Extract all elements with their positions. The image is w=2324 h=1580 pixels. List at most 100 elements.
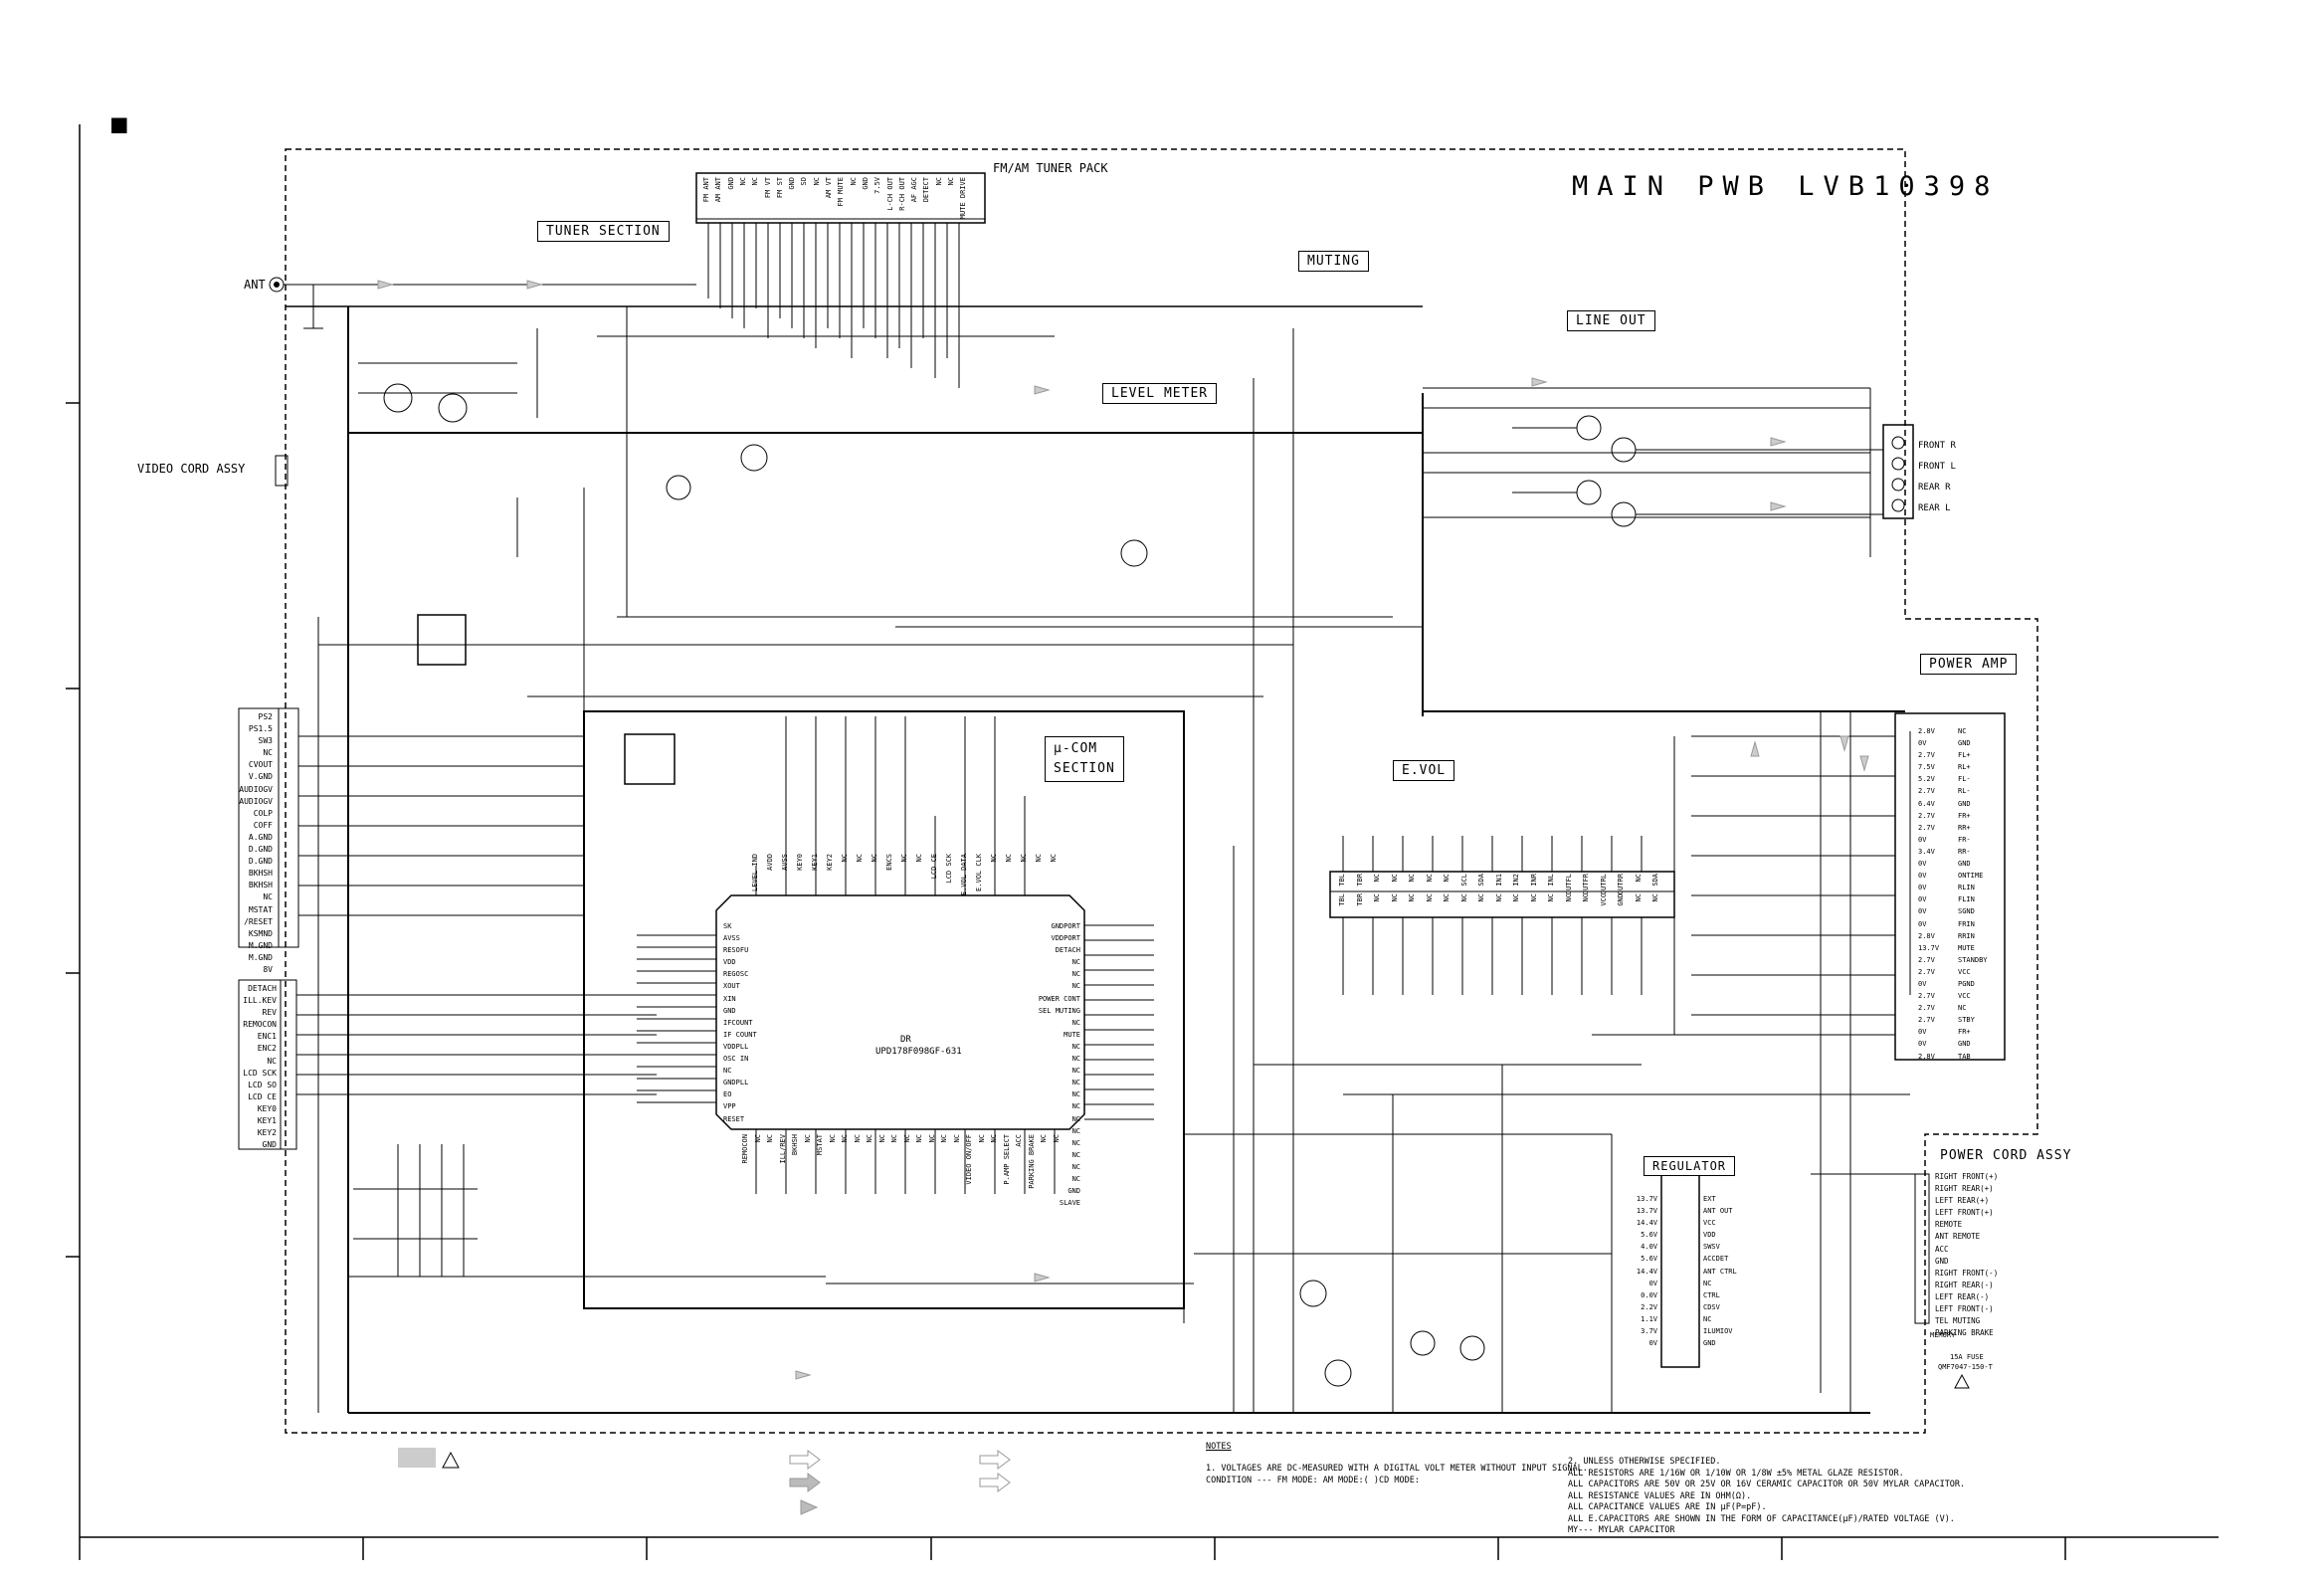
left-upper-pin-17: /RESET [244, 916, 273, 926]
mcu-bottom-pin-12: NC [890, 1134, 898, 1143]
left-lower-pin-9: LCD CE [248, 1091, 277, 1101]
mcu-top-pin-6: NC [841, 854, 849, 863]
regulator-voltage-2: 14.4V [1636, 1219, 1657, 1228]
evol-bottom-pin-18: NC [1651, 893, 1659, 902]
mcu-right-pin-15: NC [1071, 1102, 1080, 1111]
power-amp-pin-14: FLIN [1958, 895, 1975, 904]
tuner-pin-4: NC [751, 177, 760, 186]
power-amp-voltage-22: 2.7V [1918, 992, 1935, 1001]
mcu-right-pin-22: GND [1067, 1187, 1080, 1196]
mcu-bottom-pin-10: NC [866, 1134, 873, 1143]
notes-right: 2. UNLESS OTHERWISE SPECIFIED. ALL RESIS… [1568, 1457, 1965, 1537]
evol-top-pin-3: NC [1390, 874, 1399, 883]
regulator-ic [1660, 1171, 1700, 1368]
tuner-pin-5: FM VT [763, 177, 772, 199]
power-amp-voltage-17: 2.8V [1918, 931, 1935, 940]
evol-bottom-pin-10: NC [1512, 893, 1520, 902]
mcu-right-pin-16: NC [1071, 1114, 1080, 1123]
regulator-voltage-10: 1.1V [1641, 1314, 1657, 1323]
evol-bottom-pin-13: NC [1564, 893, 1573, 902]
mcu-ref: DR [900, 1035, 911, 1045]
left-upper-pin-13: BKHSH [248, 869, 273, 879]
mcu-bottom-pin-13: NC [902, 1134, 911, 1143]
tuner-pin-1: AM ANT [714, 177, 723, 203]
tuner-section-label: TUNER SECTION [537, 221, 670, 242]
mcu-left-pin-14: EO [723, 1090, 732, 1099]
evol-top-pin-0: TBL [1338, 874, 1346, 887]
power-amp-voltage-20: 2.7V [1918, 967, 1935, 976]
power-amp-voltage-0: 2.8V [1918, 727, 1935, 735]
mcu-top-pin-18: NC [1020, 854, 1028, 863]
left-upper-pin-2: SW3 [258, 736, 273, 746]
mcu-chip [715, 894, 1085, 1130]
power-amp-pin-11: GND [1958, 860, 1971, 869]
mcu-bottom-pin-23: PARKING BRAKE [1027, 1134, 1036, 1189]
regulator-pin-8: CTRL [1703, 1290, 1720, 1299]
mcu-right-pin-19: NC [1071, 1150, 1080, 1159]
tuner-pin-0: FM ANT [702, 177, 710, 203]
power-cord-pin-6: ACC [1935, 1244, 1949, 1254]
power-cord-pin-labels: RIGHT FRONT(+)RIGHT REAR(+)LEFT REAR(+)L… [1935, 1172, 1998, 1340]
mcu-top-pin-16: NC [990, 854, 998, 863]
power-amp-label: POWER AMP [1920, 654, 2018, 675]
left-lower-pin-7: LCD SCK [243, 1068, 277, 1078]
mcu-right-pin-2: DETACH [1055, 946, 1080, 955]
left-upper-pin-1: PS1.5 [248, 724, 273, 734]
evol-top-pin-6: NC [1443, 874, 1451, 883]
tuner-pin-15: L-CH OUT [885, 177, 894, 211]
mcu-right-pin-18: NC [1071, 1138, 1080, 1147]
tuner-pin-13: GND [861, 177, 870, 190]
left-upper-pin-6: AUDIOGV [239, 784, 273, 794]
tuner-pin-17: AF AGC [910, 177, 919, 203]
tuner-pack-box [695, 172, 986, 224]
mcu-left-pin-3: VDD [723, 958, 736, 967]
power-amp-pin-17: RRIN [1958, 931, 1975, 940]
mcu-pin-leads-top [755, 716, 1026, 895]
regulator-pin-9: CDSV [1703, 1302, 1720, 1311]
safety-marker [398, 1448, 436, 1468]
notes-heading: NOTES [1206, 1442, 1232, 1452]
main-bus-lines [286, 305, 1920, 1414]
power-amp-pin-23: NC [1958, 1004, 1967, 1013]
board-outline [285, 148, 2038, 1434]
left-upper-pin-10: A.GND [248, 832, 273, 842]
power-amp-voltage-5: 2.7V [1918, 787, 1935, 796]
power-amp-pin-13: RLIN [1958, 884, 1975, 892]
evol-label: E.VOL [1393, 760, 1455, 781]
mcu-left-pin-4: REGOSC [723, 970, 749, 979]
regulator-voltage-4: 4.0V [1641, 1243, 1657, 1252]
evol-top-pin-10: IN2 [1512, 874, 1520, 887]
mcu-bottom-pin-9: NC [853, 1134, 862, 1143]
mcu-outline [583, 710, 1185, 1309]
regulator-voltage-8: 0.0V [1641, 1290, 1657, 1299]
power-amp-pin-5: RL- [1958, 787, 1971, 796]
mcu-right-pin-4: NC [1071, 970, 1080, 979]
evol-bottom-pin-0: TBL [1338, 893, 1346, 906]
note-right-5: ALL E.CAPACITORS ARE SHOWN IN THE FORM O… [1568, 1513, 1955, 1524]
diode-array [296, 735, 657, 1277]
mcu-left-pin-12: NC [723, 1067, 732, 1076]
regulator-pin-6: ANT CTRL [1703, 1267, 1737, 1276]
power-cord-pin-4: REMOTE [1935, 1220, 1963, 1230]
mcu-right-pin-10: NC [1071, 1042, 1080, 1051]
regulator-voltage-12: 0V [1648, 1339, 1657, 1348]
amp-wiring [1592, 735, 1895, 1036]
left-lower-pin-1: ILL.KEV [243, 996, 277, 1006]
mcu-bottom-pin-0: REMOCON [741, 1134, 749, 1164]
left-upper-pin-7: AUDIOGV [239, 796, 273, 806]
mcu-bottom-pin-25: NC [1052, 1134, 1061, 1143]
left-upper-pin-19: M.GND [248, 940, 273, 950]
power-cord-pin-2: LEFT REAR(+) [1935, 1196, 1990, 1206]
left-lower-pin-3: REMOCON [243, 1020, 277, 1030]
power-amp-voltage-14: 0V [1918, 895, 1927, 904]
left-upper-pin-18: KSMND [248, 928, 273, 938]
evol-top-pin-2: NC [1373, 874, 1381, 883]
mcu-left-pin-9: IF COUNT [723, 1030, 757, 1039]
mcu-bottom-pin-11: NC [877, 1134, 886, 1143]
regulator-pin-3: VDD [1703, 1231, 1716, 1240]
line-out-pin-labels: FRONT R FRONT L REAR R REAR L [1918, 436, 1956, 519]
evol-bottom-pin-6: NC [1443, 893, 1451, 902]
